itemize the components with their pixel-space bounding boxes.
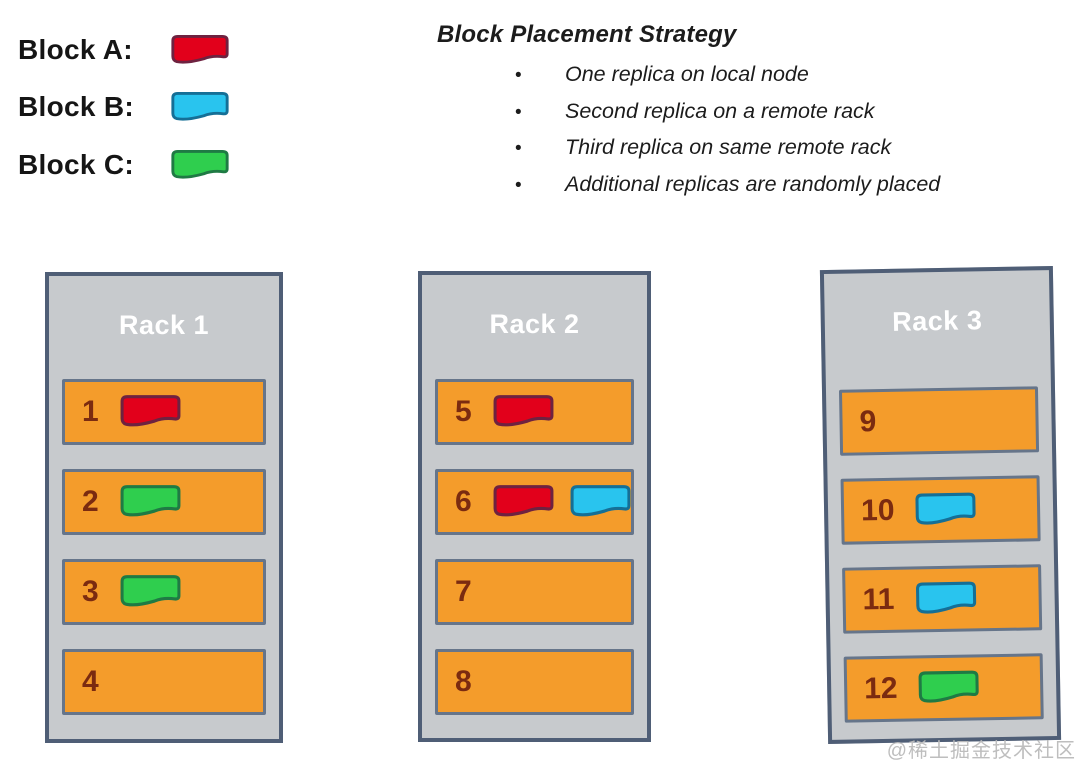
rack-2-title: Rack 2 — [489, 309, 580, 339]
block-c-replica-icon — [117, 483, 184, 519]
node-10-number: 10 — [860, 493, 895, 528]
block-a-icon — [168, 33, 232, 66]
node-8: 8 — [435, 649, 634, 715]
bullet-dot-icon: • — [515, 101, 522, 123]
node-7-number: 7 — [455, 575, 472, 608]
node-2: 2 — [62, 469, 266, 535]
node-9-number: 9 — [859, 405, 877, 439]
legend-label-block-a: Block A: — [18, 33, 133, 65]
node-6-blocks — [490, 485, 634, 519]
legend-item-block-a: Block A: — [18, 33, 232, 66]
strategy-panel: Block Placement Strategy • One replica o… — [437, 20, 1078, 203]
watermark: @稀土掘金技术社区 — [886, 740, 1076, 762]
strategy-bullet-3: • Third replica on same remote rack — [437, 130, 1078, 167]
block-c-replica-icon — [117, 573, 184, 609]
block-a-replica-icon — [490, 483, 557, 519]
strategy-bullet-1-text: One replica on local node — [565, 62, 809, 86]
rack-1: Rack 1 1 2 3 4 — [45, 272, 283, 743]
block-a-replica-icon — [490, 393, 557, 429]
legend-item-block-b: Block B: — [18, 90, 232, 123]
block-c-replica-icon — [915, 668, 983, 705]
node-12-number: 12 — [863, 671, 898, 706]
block-b-icon — [168, 90, 232, 123]
node-1: 1 — [62, 379, 266, 445]
strategy-bullet-4-text: Additional replicas are randomly placed — [565, 171, 941, 196]
strategy-bullet-4: • Additional replicas are randomly place… — [437, 167, 1078, 204]
node-11-number: 11 — [862, 582, 895, 617]
node-2-number: 2 — [82, 485, 99, 518]
bullet-dot-icon: • — [515, 138, 522, 159]
strategy-title: Block Placement Strategy — [437, 21, 737, 48]
block-a-replica-icon — [117, 393, 184, 429]
strategy-bullet-3-text: Third replica on same remote rack — [565, 135, 892, 159]
block-b-replica-icon — [567, 483, 634, 519]
node-7: 7 — [435, 559, 634, 625]
node-6: 6 — [435, 469, 634, 535]
node-11: 11 — [842, 564, 1043, 634]
node-3-blocks — [117, 575, 184, 609]
node-5-number: 5 — [455, 395, 472, 428]
node-12-blocks — [915, 670, 983, 705]
node-11-blocks — [912, 581, 980, 616]
node-10-blocks — [912, 492, 980, 527]
block-b-replica-icon — [912, 490, 980, 527]
strategy-bullet-2-text: Second replica on a remote rack — [565, 98, 875, 123]
node-1-number: 1 — [82, 395, 99, 428]
node-6-number: 6 — [455, 485, 472, 518]
bullet-dot-icon: • — [515, 174, 522, 196]
bullet-dot-icon: • — [515, 65, 522, 86]
legend-item-block-c: Block C: — [18, 148, 232, 181]
rack-2: Rack 2 5 6 7 8 — [418, 271, 651, 742]
strategy-bullet-2: • Second replica on a remote rack — [437, 94, 1078, 131]
block-b-replica-icon — [912, 579, 980, 616]
node-1-blocks — [117, 395, 184, 429]
block-c-icon — [168, 148, 232, 181]
legend-label-block-b: Block B: — [18, 90, 134, 122]
strategy-bullet-1: • One replica on local node — [437, 57, 1078, 94]
node-4: 4 — [62, 649, 266, 715]
node-2-blocks — [117, 485, 184, 519]
node-3: 3 — [62, 559, 266, 625]
node-10: 10 — [840, 475, 1041, 545]
strategy-bullet-list: • One replica on local node • Second rep… — [437, 57, 1078, 203]
node-3-number: 3 — [82, 575, 99, 608]
node-12: 12 — [843, 653, 1044, 723]
rack-3-title: Rack 3 — [891, 305, 983, 337]
rack-1-title: Rack 1 — [118, 310, 210, 340]
node-8-number: 8 — [455, 665, 472, 698]
node-4-number: 4 — [82, 665, 99, 698]
node-5-blocks — [490, 395, 557, 429]
node-9: 9 — [838, 386, 1040, 456]
node-5: 5 — [435, 379, 634, 445]
rack-3: Rack 3 9 10 11 12 — [819, 266, 1062, 744]
legend-label-block-c: Block C: — [18, 148, 134, 180]
